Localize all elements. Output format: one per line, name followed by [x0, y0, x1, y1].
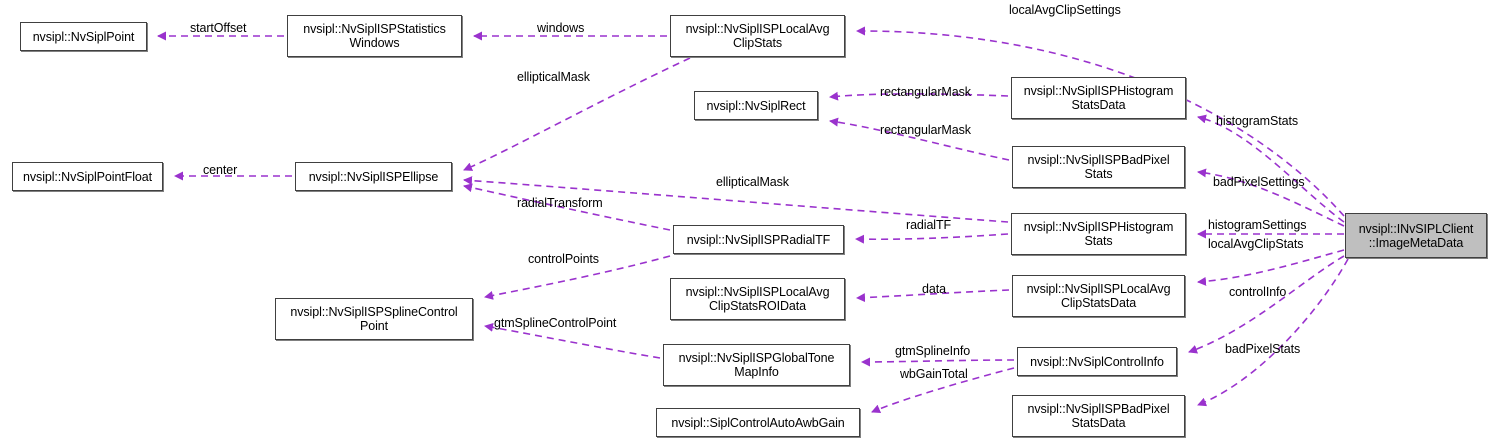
edge-label-wbgaintotal: wbGainTotal: [900, 367, 968, 381]
edge-label-ellipticalmask-2: ellipticalMask: [716, 175, 789, 189]
edge-label-controlinfo: controlInfo: [1229, 285, 1287, 299]
edge-label-histogramstats: histogramStats: [1216, 114, 1298, 128]
node-nvsiplisplocalavgclipstatsdata[interactable]: nvsipl::NvSiplISPLocalAvg ClipStatsData: [1012, 275, 1185, 317]
edge-badPixelStats: [1197, 258, 1349, 407]
edge-label-badpixelstats: badPixelStats: [1225, 342, 1301, 356]
node-nvsiplispglobaltonemapinfo[interactable]: nvsipl::NvSiplISPGlobalTone MapInfo: [663, 344, 850, 386]
edge-label-center: center: [203, 163, 238, 177]
edge-label-rectangularmask-1: rectangularMask: [880, 85, 971, 99]
edge-label-badpixelsettings: badPixelSettings: [1213, 175, 1305, 189]
edge-label-data: data: [922, 282, 946, 296]
edge-label-radialtransform: radialTransform: [517, 196, 603, 210]
node-siplcontrolautoawbgain[interactable]: nvsipl::SiplControlAutoAwbGain: [656, 408, 860, 437]
node-nvsiplisplocalavgclipstats[interactable]: nvsipl::NvSiplISPLocalAvg ClipStats: [670, 15, 845, 57]
edge-radialTF: [855, 233, 1009, 244]
node-nvsiplpointfloat[interactable]: nvsipl::NvSiplPointFloat: [12, 162, 163, 191]
node-inv-sipl-client-imagemetadata[interactable]: nvsipl::INvSIPLClient ::ImageMetaData: [1345, 213, 1487, 258]
node-nvsiplrect[interactable]: nvsipl::NvSiplRect: [694, 91, 818, 120]
edge-label-ellipticalmask-1: ellipticalMask: [517, 70, 590, 84]
edge-label-histogramsettings: histogramSettings: [1208, 218, 1307, 232]
edge-label-radialtf: radialTF: [906, 218, 952, 232]
edge-label-startoffset: startOffset: [190, 21, 247, 35]
node-nvsiplispradialtf[interactable]: nvsipl::NvSiplISPRadialTF: [673, 225, 844, 254]
edge-gtmSplineInfo: [861, 357, 1015, 367]
node-nvsiplispellipse[interactable]: nvsipl::NvSiplISPEllipse: [295, 162, 452, 191]
node-nvsiplisphistogramstatsdata[interactable]: nvsipl::NvSiplISPHistogram StatsData: [1011, 77, 1186, 119]
edge-controlInfo: [1197, 249, 1345, 286]
node-nvsiplispsplinecontrolpoint[interactable]: nvsipl::NvSiplISPSplineControl Point: [275, 298, 473, 340]
edge-label-controlpoints: controlPoints: [528, 252, 599, 266]
edge-gtmSplineControlPoint: [484, 322, 661, 359]
node-nvsiplispbadpixelstats[interactable]: nvsipl::NvSiplISPBadPixel Stats: [1012, 146, 1185, 188]
node-nvsiplisplocalavgclipstatsroidata[interactable]: nvsipl::NvSiplISPLocalAvg ClipStatsROIDa…: [670, 278, 845, 320]
edge-label-localavgclipsettings: localAvgClipSettings: [1009, 3, 1121, 17]
node-nvsiplpoint[interactable]: nvsipl::NvSiplPoint: [20, 22, 147, 51]
edge-controlinfo-link: [1188, 255, 1345, 354]
edge-label-localavgclipstats: localAvgClipStats: [1208, 237, 1304, 251]
node-nvsiplispbadpixelstatsdata[interactable]: nvsipl::NvSiplISPBadPixel StatsData: [1012, 395, 1185, 437]
edge-label-gtmsplinecontrolpoint: gtmSplineControlPoint: [494, 316, 617, 330]
edge-label-gtmsplineinfo: gtmSplineInfo: [895, 344, 971, 358]
edge-label-rectangularmask-2: rectangularMask: [880, 123, 971, 137]
node-nvsiplisphistogramstats[interactable]: nvsipl::NvSiplISPHistogram Stats: [1011, 213, 1186, 255]
edge-histogramStats: [1197, 114, 1345, 223]
edge-label-windows: windows: [537, 21, 585, 35]
node-nvsiplispstatisticswindows[interactable]: nvsipl::NvSiplISPStatistics Windows: [287, 15, 462, 57]
node-nvsiplcontrolinfo[interactable]: nvsipl::NvSiplControlInfo: [1017, 347, 1177, 376]
